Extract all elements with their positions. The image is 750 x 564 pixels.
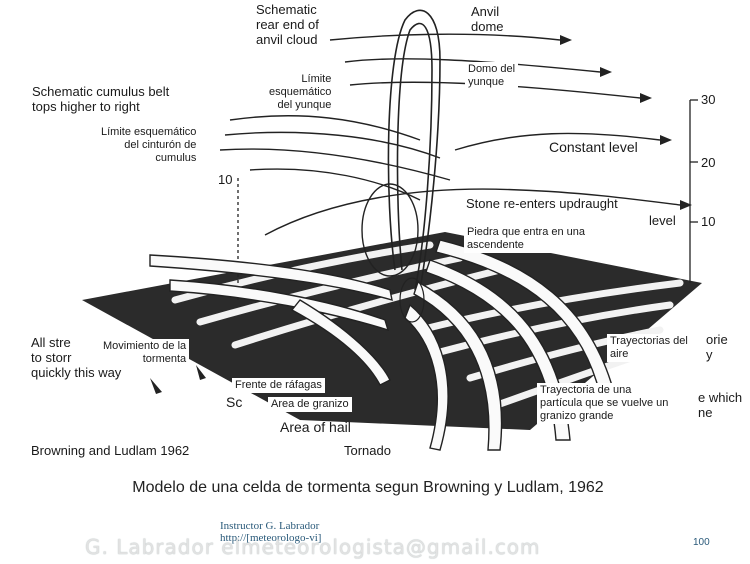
label-which: e which ne [698,390,743,420]
instructor-name: Instructor G. Labrador http://[meteorolo… [220,520,321,544]
label-all-streamlines: All stre to storr quickly this way [31,335,122,380]
arrow-heads [150,35,692,394]
axis-tick-10: 10 [701,214,716,229]
label-piedra: Piedra que entra en una ascendente [464,225,589,253]
label-sc: Sc [226,394,243,410]
label-tornado: Tornado [344,443,391,458]
label-anvil-dome: Anvil dome [471,4,504,34]
instructor-url[interactable]: http://[meteorologo-vi] [220,532,322,544]
label-stone-reenters: Stone re-enters updraught [466,196,618,211]
upper-streamlines [219,33,681,236]
label-constant-level: Constant level [549,139,638,155]
label-area-of-hail: Area of hail [280,419,351,435]
hail-area [399,277,425,323]
page-number: 100 [693,537,710,548]
email-watermark: G. Labrador elmeteorologista@gmail.com [85,535,541,559]
label-domo-yunque: Domo del yunque [465,62,519,90]
anvil-dome [387,9,441,291]
hailstone-loop [361,183,419,277]
slide-caption: Modelo de una celda de tormenta segun Br… [132,479,604,496]
label-limite-cinturon: Límite esquemático del cinturón de cumul… [98,125,200,166]
axis-tick-20: 20 [701,155,716,170]
label-area-granizo: Area de granizo [268,397,352,412]
label-limite-yunque: Límite esquemático del yunque [266,72,335,113]
label-level: level [649,213,676,228]
label-browning: Browning and Ludlam 1962 [31,443,190,458]
height-axis [237,99,698,300]
label-movimiento: Movimiento de la tormenta [100,339,190,367]
instructor-text: Instructor G. Labrador [220,520,320,532]
label-cumulus-belt: Schematic cumulus belt tops higher to ri… [32,84,170,114]
label-trayectorias-aire: Trayectorias del aire [607,334,691,362]
label-trayectoria-particula: Trayectoria de una partícula que se vuel… [537,383,672,424]
axis-tick-30: 30 [701,92,716,107]
label-frente-rafagas: Frente de ráfagas [232,378,325,393]
label-rear-end: Schematic rear end of anvil cloud [256,2,319,47]
axis-tick-10-left: 10 [218,172,233,187]
label-ione: orie y [706,332,728,362]
